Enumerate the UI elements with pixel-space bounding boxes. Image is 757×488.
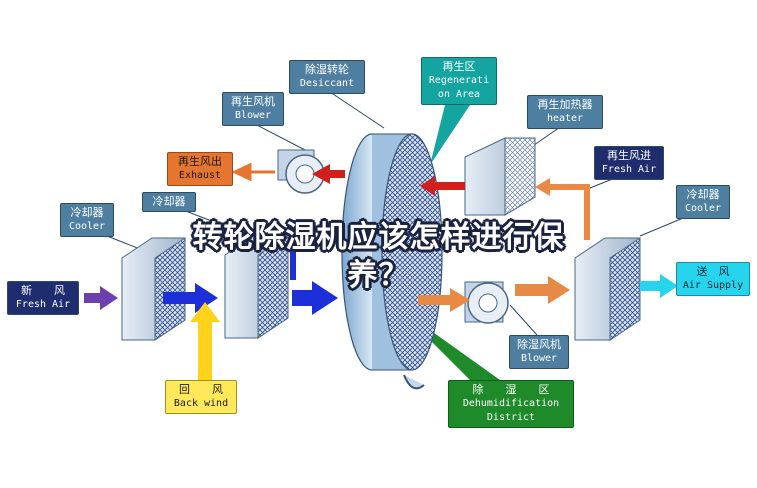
regeneration-blower (277, 149, 325, 194)
regeneration-heater (464, 137, 536, 216)
middle-cooler (224, 234, 289, 339)
overlay-title-line-1: 转轮除湿机应该怎样进行保 (192, 220, 565, 255)
right-cooler-label: 冷却器 Cooler (676, 185, 730, 219)
right-cooler (574, 237, 641, 341)
exhaust-label: 再生风出 Exhaust (167, 152, 233, 186)
desiccant-wheel (341, 133, 443, 390)
dehum-district-label: 除 湿 区 Dehumidification District (448, 380, 574, 428)
fresh-air-arrow (84, 286, 118, 310)
regen-blower-label: 再生风机 Blower (222, 92, 284, 126)
dehumidified-air-arrows (418, 276, 570, 312)
exhaust-arrow (231, 162, 275, 182)
overlay-title-line-2: 养？ (347, 258, 410, 293)
middle-cooler-label: 冷却器 (142, 192, 196, 212)
left-cooler-label: 冷却器 Cooler (60, 203, 114, 237)
back-wind-arrow (190, 302, 220, 380)
desiccant-label: 除湿转轮 Desiccant (289, 60, 365, 94)
regen-heater-label: 再生加热器 heater (527, 95, 603, 129)
regen-area-label: 再生区 Regenerati on Area (421, 57, 497, 105)
regeneration-area-pointer (430, 105, 470, 165)
regeneration-air-arrows (312, 164, 465, 196)
dehumidification-blower (464, 281, 509, 324)
air-supply-label: 送 风 Air Supply (676, 262, 750, 296)
regen-intake-arrows (535, 178, 590, 240)
regen-intake-label: 再生风进 Fresh Air (594, 146, 664, 180)
fresh-air-label: 新 风 Fresh Air (7, 281, 79, 315)
supply-air-arrow (640, 274, 678, 298)
left-cooler (121, 237, 186, 341)
back-wind-label: 回 风 Back wind (165, 380, 237, 414)
dehum-blower-label: 除湿风机 Blower (509, 335, 569, 369)
